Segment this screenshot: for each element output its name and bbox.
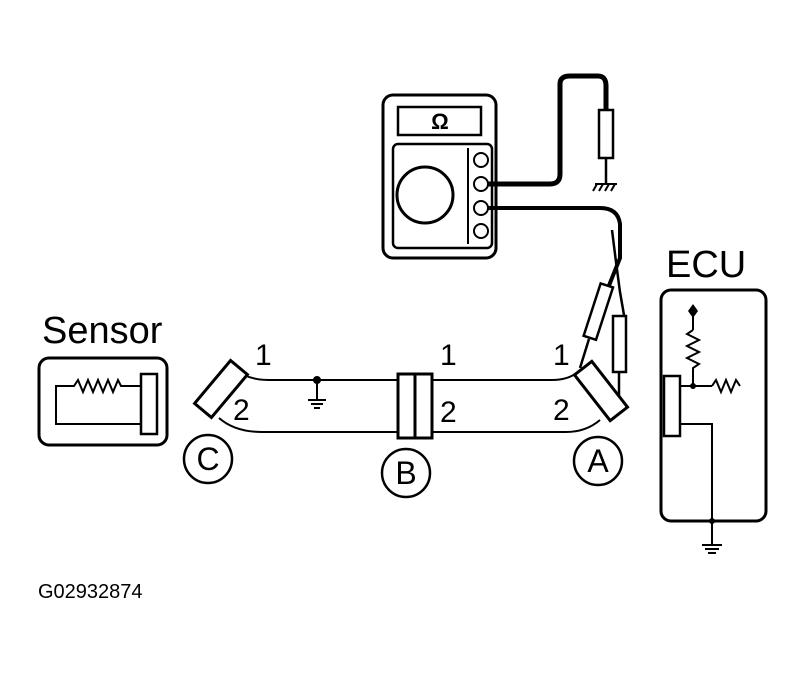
ecu-ground-line: [680, 423, 713, 521]
ecu-connector: [662, 374, 682, 438]
connector-b-pin-2: 2: [440, 396, 457, 429]
sensor-unit: [37, 356, 169, 447]
harness-c-b-lower: [218, 417, 398, 433]
sensor-housing: [37, 356, 169, 447]
ohmmeter-jack-2: [473, 176, 489, 192]
ecu-unit: [659, 288, 768, 523]
connector-b-letter: B: [395, 455, 416, 491]
connector-b-badge: [380, 447, 432, 499]
ohmmeter-panel: [391, 142, 494, 250]
ohmmeter-body: [381, 93, 498, 260]
connector-c-pin-1: 1: [255, 339, 272, 372]
ohmmeter-dial: [395, 165, 455, 225]
sensor-resistor: [55, 377, 141, 425]
ground-symbol-ecu: [702, 544, 722, 554]
connector-a: [572, 359, 630, 423]
connector-a-pin-1: 1: [553, 339, 570, 372]
ohmmeter-jack-4: [473, 223, 489, 239]
ohmmeter-jack-1: [473, 152, 489, 168]
ohmmeter-jack-3: [473, 200, 489, 216]
sensor-label: Sensor: [42, 310, 163, 352]
connector-c: [192, 358, 250, 420]
sensor-connector: [139, 372, 159, 436]
ecu-pullup-resistor: [684, 329, 702, 386]
meter-lead-probe-2: [610, 229, 626, 316]
harness-b-a-upper: [432, 371, 579, 381]
ground-symbol-harness: [308, 376, 326, 409]
connector-c-pin-2: 2: [233, 394, 250, 427]
ohmmeter: [381, 93, 498, 260]
ohmmeter-display-symbol: Ω: [431, 109, 449, 134]
connector-c-badge: [182, 433, 234, 485]
figure-code: G02932874: [38, 581, 143, 603]
ground-symbol-probe: [592, 183, 617, 192]
probe-pin-2: [611, 314, 628, 374]
ecu-input-resistor: [711, 377, 741, 395]
ground-probe: [597, 108, 615, 160]
ohmmeter-display: [396, 105, 483, 137]
connector-a-pin-2: 2: [553, 394, 570, 427]
meter-lead-ground: [488, 73, 609, 187]
connector-a-letter: A: [587, 443, 609, 479]
connector-c-letter: C: [196, 441, 219, 477]
connector-a-badge: [572, 435, 624, 487]
meter-lead-probe-1: [488, 206, 622, 289]
ecu-label: ECU: [666, 244, 746, 286]
probe-pin-1: [582, 281, 615, 342]
ecu-housing: [659, 288, 768, 523]
ecu-circuit: [680, 311, 741, 545]
ecu-vcc-node: [688, 304, 698, 318]
harness-b-a-lower: [432, 419, 601, 433]
connector-b-pin-1: 1: [440, 339, 457, 372]
connector-b: [396, 372, 434, 440]
